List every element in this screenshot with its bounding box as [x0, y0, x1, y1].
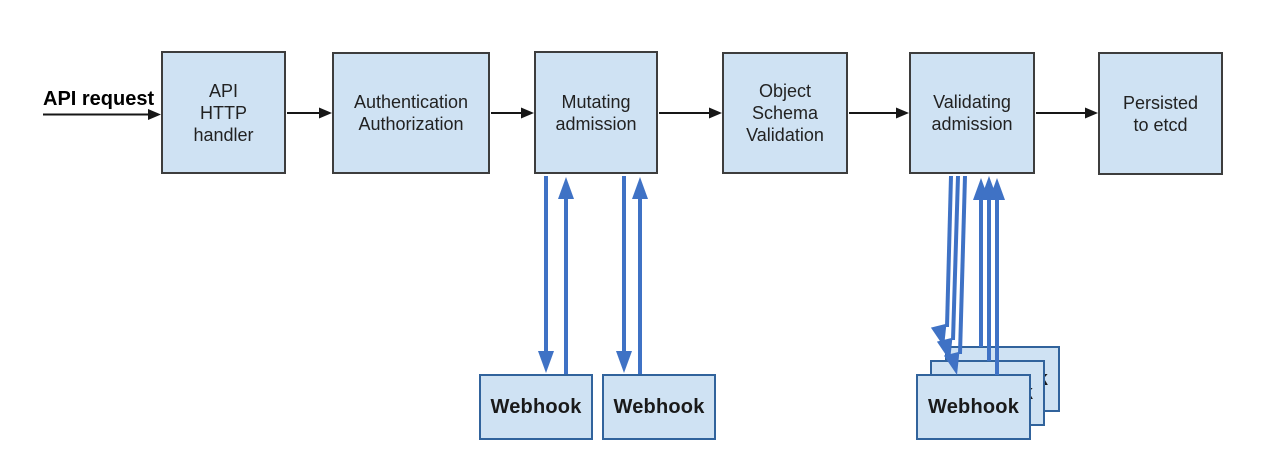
- api-request-label: API request: [43, 88, 155, 110]
- webhook-validating-1: Webhook: [916, 374, 1031, 440]
- arrow-mutating-to-schema: [659, 107, 722, 119]
- node-validating-admission: Validating admission: [909, 52, 1035, 174]
- arrow-validating-to-webhooks-down-2: [936, 175, 960, 361]
- node-api-http-handler: API HTTP handler: [161, 51, 286, 174]
- arrow-schema-to-validating: [849, 107, 909, 119]
- arrow-auth-to-mutating: [491, 107, 534, 119]
- arrow-webhook1-to-mutating-up: [558, 177, 574, 374]
- arrow-mutating-to-webhook1-down: [538, 176, 554, 373]
- node-mutating-admission: Mutating admission: [534, 51, 658, 174]
- arrow-validating-to-etcd: [1036, 107, 1098, 119]
- node-authentication-authorization: Authentication Authorization: [332, 52, 490, 174]
- arrow-webhook2-to-mutating-up: [632, 177, 648, 374]
- arrow-webhooks-to-validating-up-2: [981, 176, 997, 361]
- arrow-webhooks-to-validating-up-1: [973, 178, 989, 347]
- node-object-schema-validation: Object Schema Validation: [722, 52, 848, 174]
- arrow-handler-to-auth: [287, 107, 332, 119]
- arrow-validating-to-webhooks-down-1: [930, 175, 953, 347]
- webhook-mutating-2: Webhook: [602, 374, 716, 440]
- node-persisted-to-etcd: Persisted to etcd: [1098, 52, 1223, 175]
- webhook-mutating-1: Webhook: [479, 374, 593, 440]
- arrow-mutating-to-webhook2-down: [616, 176, 632, 373]
